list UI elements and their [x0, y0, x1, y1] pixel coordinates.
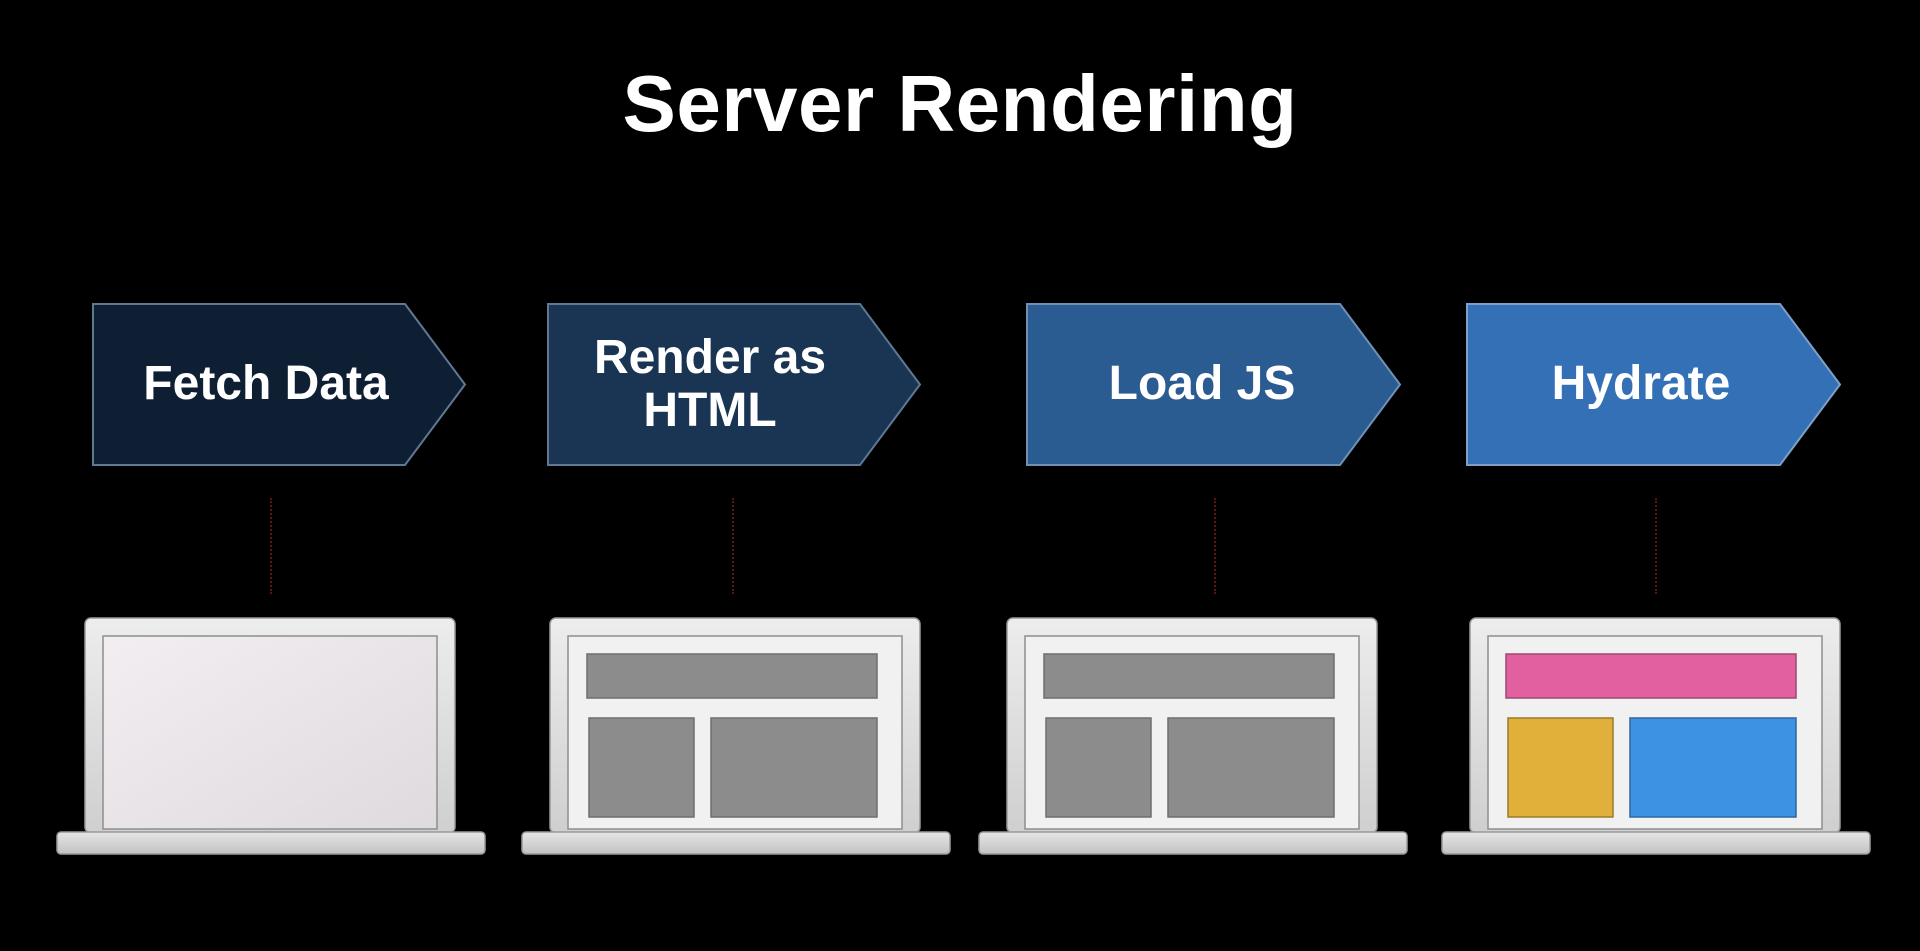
- step-label: Load JS: [1108, 357, 1296, 411]
- hydrated-left-block: [1507, 717, 1614, 818]
- connector-line: [1214, 498, 1216, 594]
- hydrated-right-block: [1629, 717, 1797, 818]
- step-render-html: Render as HTML: [547, 303, 922, 466]
- step-label: Hydrate: [1551, 357, 1731, 411]
- step-arrow-shape: [1026, 303, 1402, 466]
- step-label: Fetch Data: [143, 357, 389, 411]
- step-load-js: Load JS: [1026, 303, 1402, 466]
- laptop-icon: [978, 617, 1408, 855]
- laptop-blank: [56, 617, 486, 857]
- laptop-html-layout: [521, 617, 951, 857]
- step-arrow-shape: [92, 303, 467, 466]
- step-arrow-shape: [1466, 303, 1842, 466]
- step-fetch-data: Fetch Data: [92, 303, 467, 466]
- laptop-icon: [1441, 617, 1871, 855]
- laptop-icon: [521, 617, 951, 855]
- hydrated-header-block: [1505, 653, 1797, 699]
- step-label: Render as HTML: [593, 330, 827, 437]
- laptop-hydrated-layout: [1441, 617, 1871, 857]
- laptop-html-layout: [978, 617, 1408, 857]
- step-hydrate: Hydrate: [1466, 303, 1842, 466]
- step-arrow-shape: [547, 303, 922, 466]
- slide-title: Server Rendering: [622, 59, 1298, 148]
- laptop-icon: [56, 617, 486, 855]
- connector-line: [1655, 498, 1657, 594]
- connector-line: [270, 498, 272, 594]
- connector-line: [732, 498, 734, 594]
